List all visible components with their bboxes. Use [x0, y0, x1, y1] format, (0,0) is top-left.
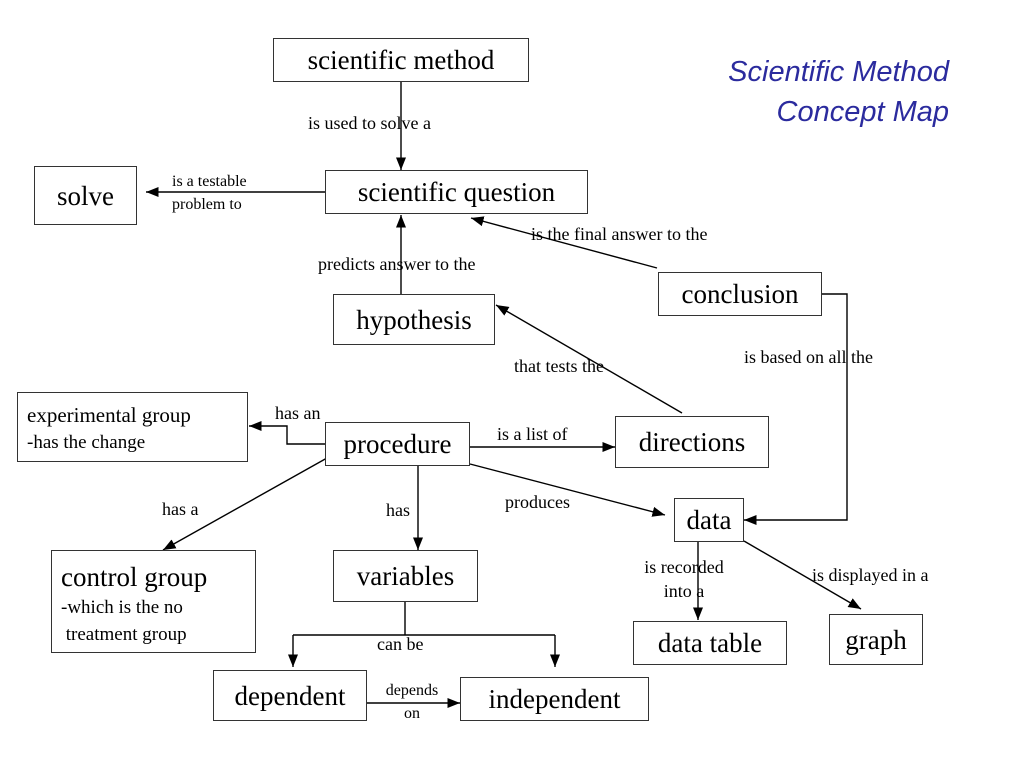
arrow-procedure-to-control — [162, 457, 328, 551]
node-data-table: data table — [633, 621, 787, 665]
node-scientific-method-label: scientific method — [307, 45, 495, 75]
node-variables: variables — [333, 550, 478, 602]
node-variables-label: variables — [356, 561, 455, 591]
map-title-line1: Scientific Method — [728, 56, 949, 88]
node-scientific-question: scientific question — [325, 170, 588, 214]
link-produces: produces — [505, 492, 570, 512]
map-title-line2: Concept Map — [776, 96, 950, 128]
arrow-conclusion-to-data — [744, 293, 848, 526]
node-data: data — [674, 498, 744, 542]
node-independent: independent — [460, 677, 649, 721]
link-has-an: has an — [275, 403, 321, 423]
link-predicts-answer: predicts answer to the — [318, 254, 476, 274]
arrow-procedure-to-experimental — [249, 420, 325, 445]
node-hypothesis: hypothesis — [333, 294, 495, 345]
link-has-a: has a — [162, 499, 199, 519]
map-title: Scientific Method Concept Map — [728, 52, 949, 132]
link-recorded-into-line1: is recorded — [644, 557, 724, 577]
link-used-to-solve: is used to solve a — [308, 113, 431, 133]
link-has: has — [386, 500, 410, 520]
link-recorded-into: is recorded into a — [632, 555, 736, 603]
link-testable-problem-line1: is a testable — [172, 173, 247, 190]
node-control-group-line2: treatment group — [61, 624, 187, 645]
link-depends-on-line1: depends — [385, 682, 439, 699]
node-control-group-line1: -which is the no — [61, 597, 183, 618]
link-depends-on: depends on — [372, 679, 452, 725]
node-scientific-method: scientific method — [273, 38, 529, 82]
node-data-label: data — [686, 505, 732, 535]
link-testable-problem: is a testable problem to — [172, 170, 247, 216]
link-final-answer: is the final answer to the — [531, 224, 708, 244]
node-procedure: procedure — [325, 422, 470, 466]
node-dependent: dependent — [213, 670, 367, 721]
link-recorded-into-line2: into a — [663, 581, 705, 601]
node-graph-label: graph — [845, 624, 907, 655]
node-data-table-label: data table — [657, 628, 763, 658]
node-solve-label: solve — [57, 180, 114, 211]
node-graph: graph — [829, 614, 923, 665]
node-control-group: control group -which is the no treatment… — [51, 550, 256, 653]
node-conclusion-label: conclusion — [681, 279, 799, 309]
node-experimental-group-line1: experimental group — [27, 403, 191, 427]
node-control-group-title: control group — [61, 562, 208, 592]
link-list-of: is a list of — [497, 424, 568, 444]
link-can-be: can be — [377, 634, 424, 654]
arrow-procedure-to-data — [469, 463, 666, 517]
node-independent-label: independent — [488, 684, 621, 714]
link-tests-the: that tests the — [514, 356, 604, 376]
arrow-conclusion-to-question — [470, 216, 658, 269]
node-directions-label: directions — [638, 427, 746, 457]
node-procedure-label: procedure — [343, 429, 452, 459]
link-testable-problem-line2: problem to — [172, 196, 242, 213]
node-experimental-group: experimental group -has the change — [17, 392, 248, 462]
node-dependent-label: dependent — [234, 680, 346, 711]
node-experimental-group-line2: -has the change — [27, 432, 146, 453]
arrow-directions-to-hypothesis — [495, 304, 683, 414]
node-solve: solve — [34, 166, 137, 225]
link-depends-on-line2: on — [404, 705, 420, 722]
node-scientific-question-label: scientific question — [357, 177, 556, 207]
node-directions: directions — [615, 416, 769, 468]
link-based-on-all: is based on all the — [744, 347, 873, 367]
node-hypothesis-label: hypothesis — [356, 304, 472, 335]
arrow-data-to-graph — [743, 540, 862, 610]
link-displayed-in: is displayed in a — [812, 565, 929, 585]
node-conclusion: conclusion — [658, 272, 822, 316]
